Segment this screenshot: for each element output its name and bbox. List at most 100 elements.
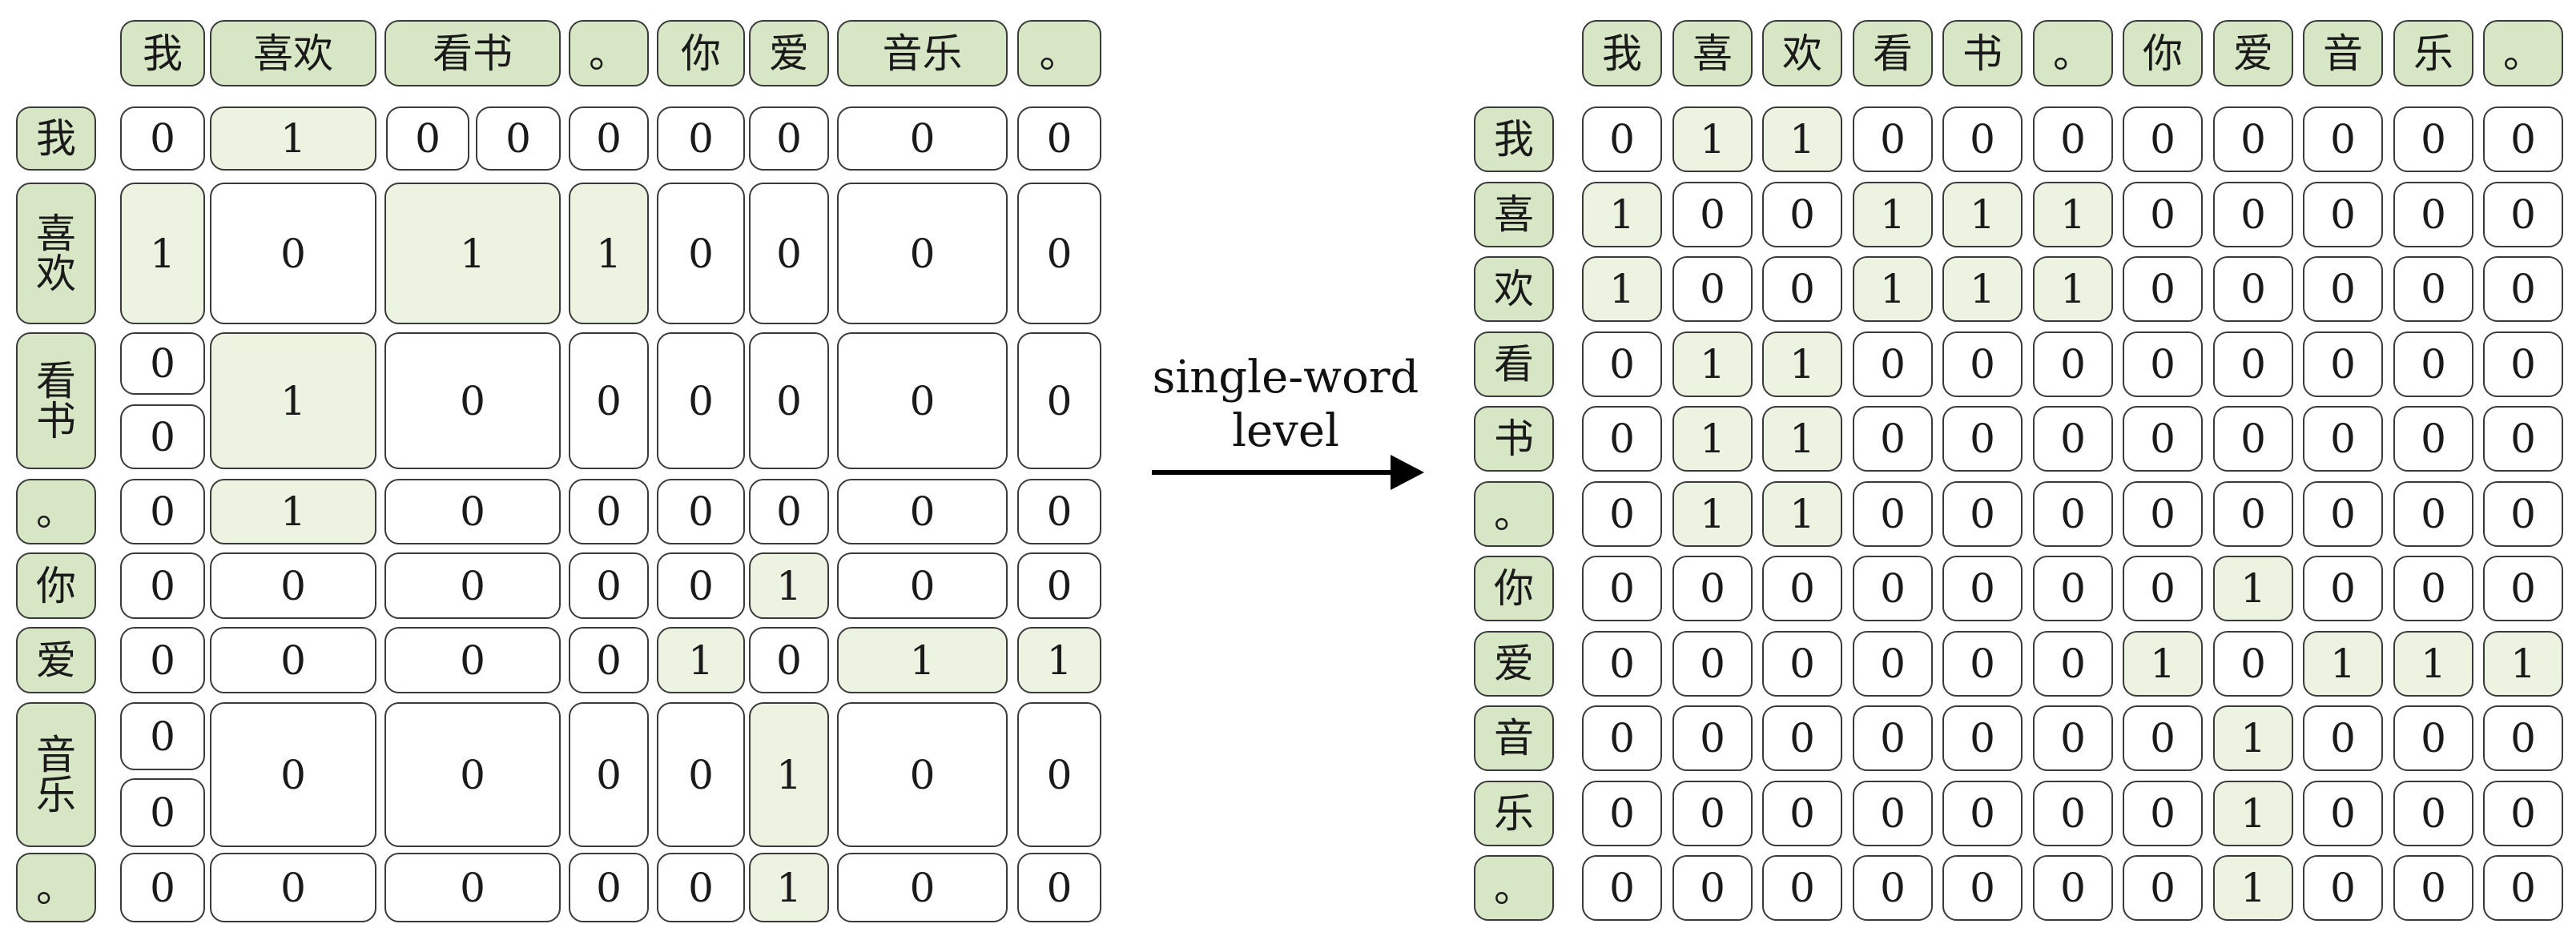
matrix-cell: 0	[2123, 705, 2203, 771]
matrix-cell: 0	[1582, 106, 1662, 172]
matrix-cell: 0	[1942, 855, 2023, 921]
matrix-cell: 0	[569, 479, 649, 544]
matrix-cell: 0	[384, 332, 561, 469]
matrix-cell: 0	[120, 106, 205, 171]
matrix-cell: 0	[1942, 781, 2023, 846]
matrix-cell: 0	[569, 702, 649, 847]
matrix-cell: 0	[1582, 481, 1662, 547]
matrix-cell: 0	[2123, 855, 2203, 921]
matrix-cell: 0	[1853, 855, 1933, 921]
matrix-cell: 0	[2033, 855, 2113, 921]
matrix-cell: 0	[1017, 479, 1101, 544]
matrix-cell: 1	[2033, 182, 2113, 247]
matrix-cell: 0	[120, 627, 205, 693]
matrix-cell: 1	[1762, 481, 1842, 547]
matrix-cell: 0	[384, 627, 561, 693]
matrix-cell: 0	[2123, 781, 2203, 846]
label-char: 看	[36, 357, 76, 404]
matrix-cell: 0	[210, 183, 376, 324]
matrix-cell: 0	[2123, 182, 2203, 247]
column-label: 爱	[2213, 20, 2293, 86]
matrix-cell: 1	[1762, 106, 1842, 172]
matrix-cell: 0	[657, 702, 745, 847]
column-label: 书	[1942, 20, 2023, 86]
matrix-cell: 0	[2123, 256, 2203, 322]
matrix-cell: 1	[2303, 631, 2383, 697]
matrix-cell: 0	[1017, 106, 1101, 171]
matrix-cell: 0	[657, 479, 745, 544]
matrix-cell: 0	[1762, 855, 1842, 921]
row-label: 爱	[1474, 631, 1554, 697]
matrix-cell: 1	[120, 183, 205, 324]
matrix-cell: 1	[210, 479, 376, 544]
matrix-cell: 0	[1672, 705, 1753, 771]
matrix-cell: 0	[657, 183, 745, 324]
matrix-cell: 0	[384, 552, 561, 619]
matrix-cell: 0	[569, 627, 649, 693]
matrix-cell: 0	[1672, 556, 1753, 621]
matrix-cell: 1	[749, 853, 829, 922]
matrix-cell: 1	[837, 627, 1008, 693]
matrix-cell: 0	[2393, 556, 2473, 621]
matrix-cell: 0	[2213, 106, 2293, 172]
matrix-cell: 0	[2213, 631, 2293, 697]
row-label: 。	[1474, 481, 1554, 547]
column-label: 。	[2483, 20, 2563, 86]
row-label: 音乐	[16, 702, 96, 847]
matrix-cell: 0	[837, 702, 1008, 847]
matrix-cell: 0	[210, 853, 376, 922]
matrix-cell: 0	[2033, 331, 2113, 397]
column-label: 喜	[1672, 20, 1753, 86]
matrix-cell: 1	[1582, 256, 1662, 322]
row-label: 我	[16, 106, 96, 171]
matrix-cell: 0	[2393, 705, 2473, 771]
matrix-cell: 0	[1762, 256, 1842, 322]
matrix-cell: 0	[1017, 183, 1101, 324]
matrix-cell: 0	[2393, 331, 2473, 397]
matrix-cell: 0	[569, 332, 649, 469]
matrix-cell: 0	[1017, 702, 1101, 847]
matrix-cell: 0	[120, 853, 205, 922]
matrix-cell: 0	[120, 332, 205, 395]
matrix-cell: 0	[749, 106, 829, 171]
matrix-cell: 0	[2033, 481, 2113, 547]
column-label: 音乐	[837, 20, 1008, 86]
arrow-label-line-1: single-word	[1152, 351, 1419, 404]
matrix-cell: 0	[1582, 705, 1662, 771]
matrix-cell: 0	[749, 479, 829, 544]
matrix-cell: 0	[1582, 781, 1662, 846]
matrix-cell: 0	[2303, 331, 2383, 397]
matrix-cell: 0	[2393, 256, 2473, 322]
matrix-cell: 0	[837, 479, 1008, 544]
matrix-cell: 1	[1582, 182, 1662, 247]
matrix-cell: 0	[2033, 631, 2113, 697]
matrix-cell: 0	[384, 853, 561, 922]
matrix-cell: 0	[2483, 481, 2563, 547]
row-label: 你	[16, 552, 96, 619]
matrix-cell: 0	[2303, 182, 2383, 247]
matrix-cell: 0	[657, 552, 745, 619]
matrix-cell: 1	[569, 183, 649, 324]
matrix-cell: 0	[837, 853, 1008, 922]
matrix-cell: 0	[1582, 556, 1662, 621]
matrix-cell: 0	[1017, 853, 1101, 922]
matrix-cell: 0	[2303, 481, 2383, 547]
matrix-cell: 0	[1582, 631, 1662, 697]
row-label: 。	[1474, 855, 1554, 921]
matrix-cell: 0	[2123, 406, 2203, 472]
matrix-cell: 1	[210, 332, 376, 469]
label-char: 书	[36, 397, 76, 444]
matrix-cell: 1	[384, 183, 561, 324]
row-label: 喜	[1474, 182, 1554, 247]
matrix-cell: 0	[2483, 781, 2563, 846]
matrix-cell: 0	[1672, 855, 1753, 921]
matrix-cell: 0	[2123, 331, 2203, 397]
matrix-cell: 0	[120, 778, 205, 847]
matrix-cell: 0	[2393, 106, 2473, 172]
row-label: 。	[16, 479, 96, 544]
matrix-cell: 1	[1672, 331, 1753, 397]
matrix-cell: 0	[2303, 106, 2383, 172]
column-label: 欢	[1762, 20, 1842, 86]
matrix-cell: 0	[1853, 331, 1933, 397]
matrix-cell: 1	[2213, 855, 2293, 921]
